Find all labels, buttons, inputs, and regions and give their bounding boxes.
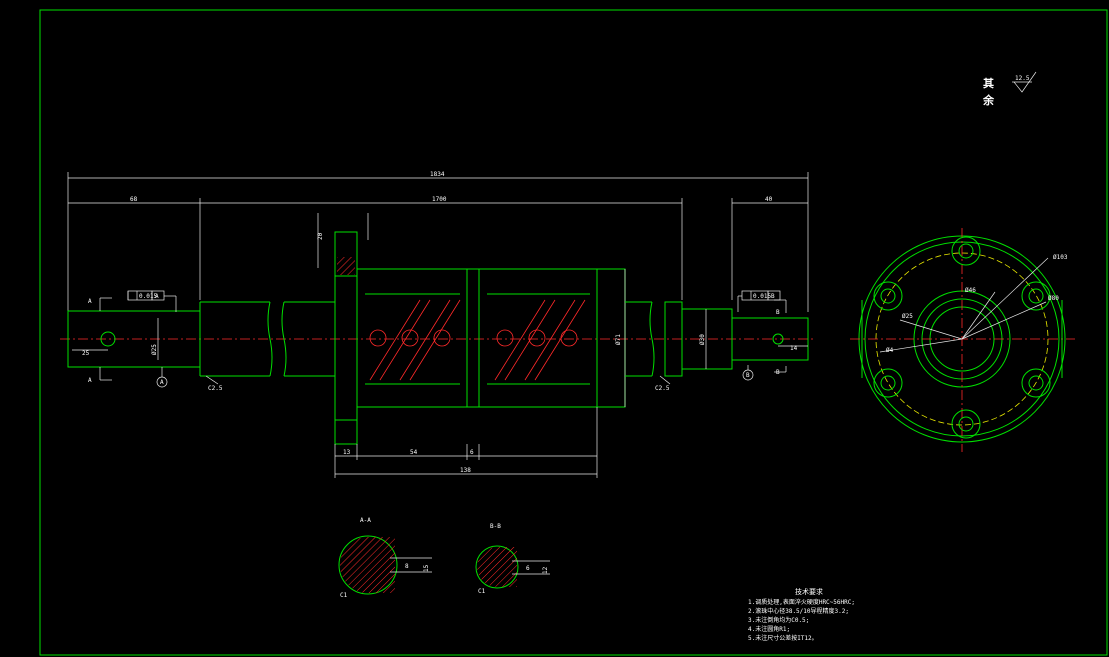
tol-left-datum: A (155, 293, 159, 300)
section-a-chamfer: C1 (340, 592, 348, 599)
dim-flange-hole: Ø4 (886, 347, 894, 354)
dim-flange-pitch: Ø80 (1048, 295, 1059, 302)
dim-nut-flange: 13 (343, 449, 351, 456)
tech-item-1: 1.调质处理,表面淬火硬度HRC~56HRC; (748, 598, 855, 606)
dim-overall-length: 1834 (430, 171, 445, 178)
section-mark-a-bottom: A (88, 377, 92, 384)
dim-right-diameter: Ø30 (699, 334, 706, 345)
flange-detail: 20 (317, 213, 369, 268)
dim-nut-body: 54 (410, 449, 418, 456)
chamfer-left: C2.5 (208, 385, 223, 392)
right-shaft: Ø30 14 C2.5 (625, 301, 809, 392)
section-mark-b-top: B (776, 309, 780, 316)
datum-b-label: B (746, 372, 750, 379)
tol-right-value: 0.015 (753, 293, 771, 300)
section-b-depth: 12 (542, 566, 549, 574)
bolt-holes (873, 236, 1051, 439)
screw-shaft: C2.5 (199, 301, 335, 392)
roughness-label-1: 其 (983, 76, 994, 90)
section-a-depth: 15 (423, 564, 430, 572)
section-b-keyway: 6 (526, 565, 530, 572)
section-a-a: A-A 15 8 C1 (338, 517, 432, 599)
section-a-keyway: 8 (405, 563, 409, 570)
section-b-b: B-B 12 6 C1 (475, 523, 550, 595)
dim-keyway-left: 25 (82, 350, 90, 357)
dim-nut-gap: 6 (470, 449, 474, 456)
tech-item-3: 3.未注倒角均为C0.5; (748, 616, 809, 624)
roughness-symbol-icon (1013, 71, 1037, 93)
ball-nut-assembly: Ø71 (334, 231, 626, 445)
section-a-title: A-A (360, 517, 371, 524)
tech-item-2: 2.滚珠中心径38.5/10导程精度3.2; (748, 607, 849, 615)
overall-dimensions: 1834 68 1700 40 (67, 171, 809, 312)
section-mark-b-bottom: B (776, 369, 780, 376)
tolerance-frame-left: 0.015 A (127, 290, 177, 312)
roughness-note: 其 余 12.5 (982, 71, 1037, 107)
drawing-border (39, 9, 1108, 656)
tech-requirements: 技术要求 1.调质处理,表面淬火硬度HRC~56HRC; 2.滚珠中心径38.5… (748, 587, 855, 642)
dim-nut-total: 138 (460, 467, 471, 474)
roughness-label-2: 余 (982, 93, 995, 107)
tol-left-value: 0.015 (139, 293, 157, 300)
dim-left-shaft: 68 (130, 196, 138, 203)
nut-dimensions: 13 54 6 138 (334, 407, 598, 478)
chamfer-right: C2.5 (655, 385, 670, 392)
section-mark-a-top: A (88, 298, 92, 305)
dim-flange-outer: Ø103 (1053, 254, 1068, 261)
datum-b-marker: B (742, 365, 754, 381)
return-tube-left (369, 299, 461, 381)
section-b-chamfer: C1 (478, 588, 486, 595)
dim-left-diameter: Ø25 (151, 344, 158, 355)
section-b-title: B-B (490, 523, 501, 530)
dim-flange-width: 20 (317, 232, 324, 240)
dim-keyway-right: 14 (790, 345, 798, 352)
dim-middle-span: 1700 (432, 196, 447, 203)
roughness-value: 12.5 (1015, 75, 1030, 82)
tolerance-frame-right: 0.015 B (737, 290, 781, 312)
dim-nut-bore: Ø71 (615, 334, 622, 345)
tol-right-datum: B (771, 293, 775, 300)
flange-end-view: Ø103 Ø80 Ø46 Ø25 Ø4 (850, 228, 1075, 452)
tech-title: 技术要求 (795, 587, 823, 596)
datum-a-marker: A (156, 367, 168, 388)
section-marks: A A B B (88, 297, 787, 384)
tech-item-5: 5.未注尺寸公差按IT12。 (748, 634, 818, 642)
return-tube-right (494, 299, 586, 381)
tech-item-4: 4.未注圆角R1; (748, 625, 790, 633)
dim-flange-bore: Ø25 (902, 313, 913, 320)
datum-a-label: A (160, 379, 164, 386)
dim-flange-inner: Ø46 (965, 287, 976, 294)
dim-right-shaft: 40 (765, 196, 773, 203)
